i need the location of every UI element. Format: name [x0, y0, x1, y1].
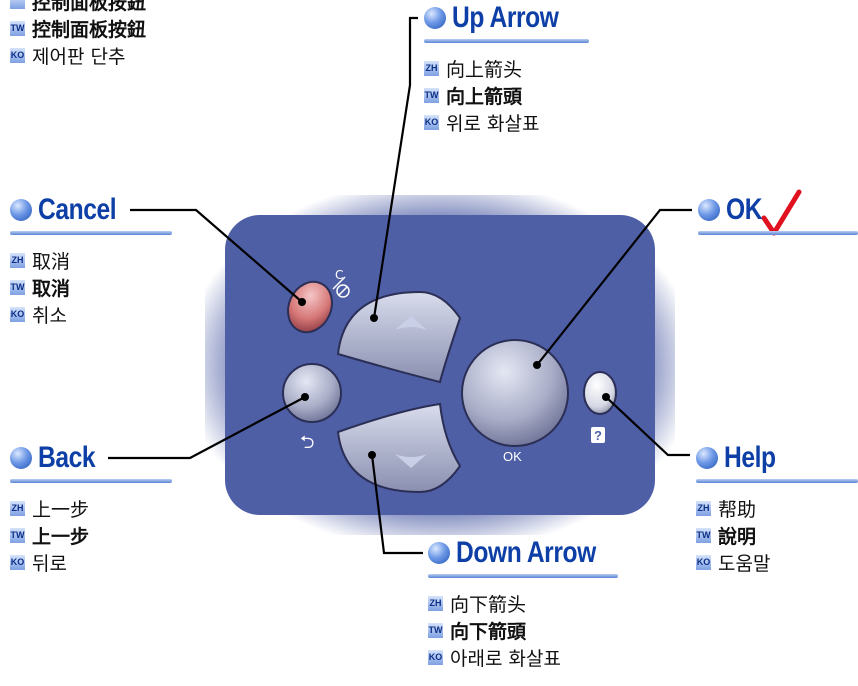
callout-partial-label: 控制面板按鈕	[32, 0, 147, 14]
bullet-icon	[698, 199, 720, 221]
title-underline	[424, 39, 589, 43]
ok-panel-label: OK	[503, 449, 522, 464]
leader-ok	[536, 208, 692, 366]
ok-callout: OK	[698, 193, 858, 235]
top-left-callout: 控制面板按鈕 TW 控制面板按鈕 KO 제어판 단추	[10, 0, 146, 69]
callout-line: TW 控制面板按鈕	[10, 19, 147, 41]
title-underline	[10, 479, 172, 483]
title-underline	[428, 574, 618, 578]
bullet-icon	[428, 542, 450, 564]
lang-badge: ZH	[424, 61, 439, 76]
leader-lines	[108, 16, 692, 555]
callout-title-row: Back	[10, 441, 172, 475]
back-symbol-icon: ⮌	[300, 432, 314, 453]
leader-down	[370, 454, 423, 555]
lang-badge: ZH	[696, 501, 711, 516]
callout-line: 控制面板按鈕	[10, 0, 146, 15]
leader-cancel	[130, 208, 303, 303]
lang-badge: ZH	[10, 253, 25, 268]
leader-help	[605, 396, 690, 457]
down-arrow-icon	[395, 454, 427, 468]
callout-title-row: Cancel	[10, 193, 172, 227]
lang-badge: KO	[424, 115, 439, 130]
callout-title-row: Help	[696, 441, 858, 475]
bullet-icon	[10, 447, 32, 469]
help-symbol-icon: ?	[594, 428, 602, 443]
back-title: Back	[38, 441, 96, 474]
lang-badge: ZH	[10, 501, 25, 516]
lang-badge: KO	[428, 650, 443, 665]
up-arrow-title: Up Arrow	[452, 1, 559, 34]
title-underline	[10, 231, 172, 235]
back-panel-button	[282, 363, 342, 423]
cancel-panel-button	[287, 280, 333, 334]
callout-line: KO 제어판 단추	[10, 46, 126, 68]
down-arrow-panel-button	[336, 402, 462, 494]
lang-badge: ZH	[428, 596, 443, 611]
title-underline	[698, 231, 858, 235]
lang-badge: KO	[10, 555, 25, 570]
cancel-title: Cancel	[38, 193, 117, 226]
lang-badge	[10, 0, 25, 9]
stop-icon	[336, 284, 350, 298]
help-symbol-box	[591, 427, 605, 443]
lang-badge: TW	[10, 21, 25, 36]
callout-title-row: Up Arrow	[424, 1, 589, 35]
help-title: Help	[724, 441, 776, 474]
lang-badge: TW	[428, 623, 443, 638]
leader-back	[108, 396, 306, 460]
title-underline	[696, 479, 858, 483]
lang-badge: KO	[10, 307, 25, 322]
lang-badge: TW	[424, 88, 439, 103]
callout-title-row: Down Arrow	[428, 536, 618, 570]
bullet-icon	[696, 447, 718, 469]
help-panel-button	[583, 371, 617, 415]
down-arrow-title: Down Arrow	[456, 536, 596, 569]
lang-badge: TW	[10, 528, 25, 543]
leader-up	[372, 16, 418, 319]
lang-badge: KO	[696, 555, 711, 570]
ok-panel-button	[461, 339, 569, 447]
up-arrow-icon	[395, 316, 427, 330]
bullet-icon	[424, 7, 446, 29]
cancel-symbol: C	[335, 268, 343, 282]
lang-badge: TW	[10, 280, 25, 295]
callout-title-row: OK	[698, 193, 858, 227]
bullet-icon	[10, 199, 32, 221]
lang-badge: KO	[10, 48, 25, 63]
lang-badge: TW	[696, 528, 711, 543]
ok-title: OK	[726, 193, 763, 226]
up-arrow-panel-button	[336, 290, 462, 384]
